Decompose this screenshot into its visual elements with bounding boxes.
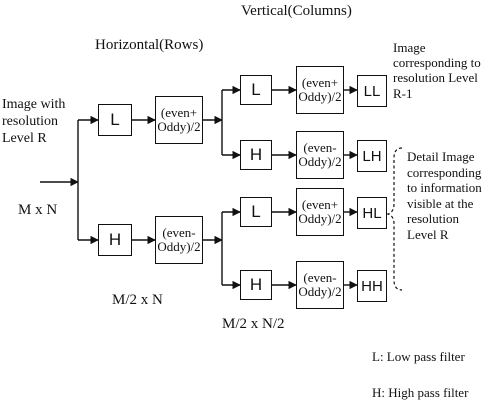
- legend-high-pass: H: High pass filter: [372, 385, 469, 400]
- col-average-op-hl: (even+ Oddy)/2: [296, 188, 344, 236]
- input-size-label: M x N: [18, 202, 58, 218]
- low-pass-filter-cols-top: L: [240, 75, 272, 105]
- col-difference-op-hh: (even- Oddy)/2: [296, 261, 344, 309]
- legend-low-pass: L: Low pass filter: [372, 349, 465, 364]
- high-pass-filter-cols-top: H: [240, 140, 272, 170]
- row-difference-op: (even- Oddy)/2: [155, 216, 203, 264]
- detail-bracket: [386, 147, 403, 291]
- col-average-op-ll: (even+ Oddy)/2: [296, 66, 344, 114]
- output-hh: HH: [357, 270, 387, 302]
- output-hl: HL: [357, 197, 387, 229]
- input-image-label: Image with resolution Level R: [2, 97, 66, 146]
- output-ll: LL: [357, 75, 387, 107]
- row-average-op: (even+ Oddy)/2: [155, 96, 203, 144]
- approx-image-annotation: Image corresponding to resolution Level …: [393, 40, 481, 101]
- horizontal-header: Horizontal(Rows): [95, 37, 204, 53]
- high-pass-filter-rows: H: [98, 224, 132, 256]
- low-pass-filter-cols-bottom: L: [240, 197, 272, 227]
- stage2-size-label: M/2 x N/2: [222, 316, 285, 332]
- vertical-header: Vertical(Columns): [241, 3, 352, 19]
- col-difference-op-lh: (even- Oddy)/2: [296, 131, 344, 179]
- low-pass-filter-rows: L: [98, 104, 132, 136]
- high-pass-filter-cols-bottom: H: [240, 270, 272, 300]
- detail-image-annotation: Detail Image corresponding to informatio…: [407, 149, 482, 242]
- stage1-size-label: M/2 x N: [112, 292, 163, 308]
- output-lh: LH: [357, 140, 387, 172]
